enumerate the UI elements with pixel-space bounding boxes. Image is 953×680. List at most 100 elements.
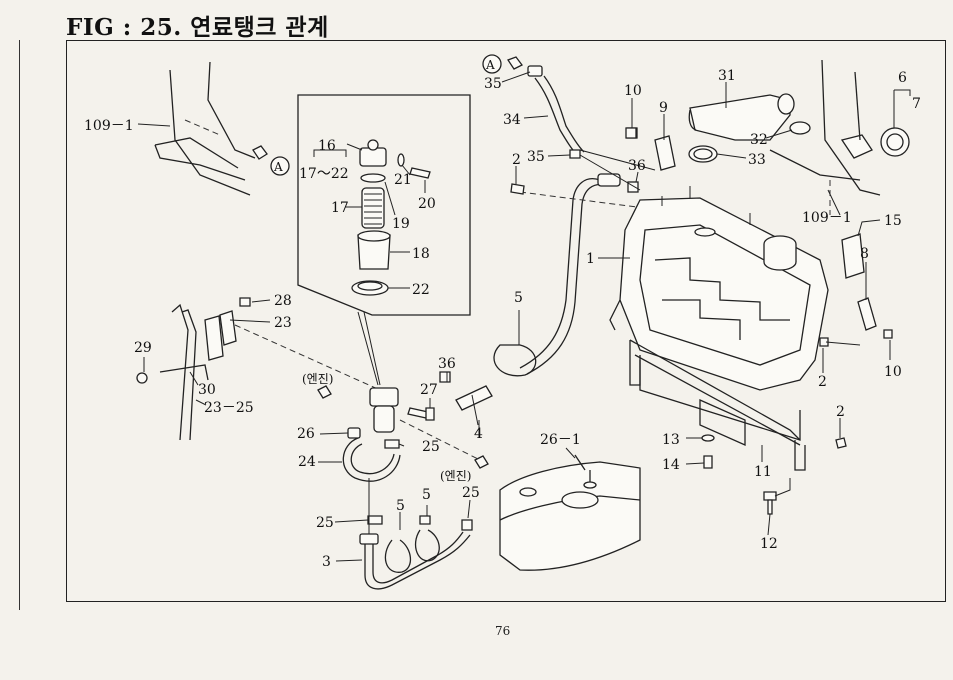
bracket-30	[159, 364, 209, 381]
callout-36-top: 36	[628, 158, 646, 174]
callout-26-1: 26－1	[540, 432, 581, 448]
diagram-frame	[66, 40, 946, 602]
callout-27: 27	[420, 382, 438, 398]
callout-3: 3	[322, 554, 331, 570]
callout-25-b: 25	[462, 485, 480, 501]
callout-17-22: 17～22	[299, 166, 349, 182]
callout-22: 22	[412, 282, 430, 298]
bolt-2-right	[835, 437, 847, 449]
callout-31: 31	[718, 68, 736, 84]
bolt-12	[763, 491, 777, 515]
frame-bracket-left	[154, 61, 256, 196]
tank-frame-11	[629, 339, 806, 471]
bolt-10-top	[625, 127, 637, 139]
bracket-8	[857, 297, 877, 331]
callout-8: 8	[860, 246, 869, 262]
fuel-hose-4	[455, 385, 493, 426]
engine-marker-lower	[474, 455, 489, 469]
callout-2-right1: 2	[818, 374, 827, 390]
callout-34: 34	[503, 112, 521, 128]
callout-30: 30	[198, 382, 216, 398]
fuel-pipe-3	[359, 478, 473, 590]
page-margin-rule	[5, 40, 20, 610]
leader-lines	[137, 71, 911, 562]
callout-21: 21	[394, 172, 412, 188]
hose-band-32	[789, 121, 811, 135]
callout-labels: 109－1 16 17～22 21 20 17 19 18 22 35 34 3…	[84, 68, 921, 570]
callout-5-b2: 5	[422, 487, 431, 503]
callout-28: 28	[274, 293, 292, 309]
fuel-cock-lower	[369, 387, 481, 461]
bolt-28	[239, 297, 251, 307]
callout-23: 23	[274, 315, 292, 331]
frame-bracket-right	[769, 59, 881, 215]
callout-23-25: 23－25	[204, 400, 254, 416]
bracket-23	[171, 303, 381, 441]
callout-19: 19	[392, 216, 410, 232]
fuel-hose-24	[342, 437, 401, 482]
sub-tank-26-1	[499, 454, 641, 571]
svg-text:A: A	[485, 58, 495, 72]
bolt-13	[701, 434, 715, 442]
filler-cap-6-7	[840, 127, 910, 159]
callout-12: 12	[760, 536, 778, 552]
svg-text:A: A	[273, 160, 283, 174]
callout-29: 29	[134, 340, 152, 356]
fuel-hose-34	[527, 65, 585, 157]
callout-14: 14	[662, 457, 680, 473]
callout-20: 20	[418, 196, 436, 212]
bolt-14	[703, 455, 713, 469]
callout-7: 7	[912, 96, 921, 112]
hose-clamp-5-mid	[493, 344, 537, 377]
fuel-pipe-long	[510, 173, 661, 375]
callout-35-mid: 35	[527, 149, 545, 165]
callout-6: 6	[898, 70, 907, 86]
engine-label-lower: (엔진)	[440, 469, 471, 483]
callout-5-b1: 5	[396, 498, 405, 514]
connector-a-right: A	[482, 54, 523, 74]
clip-36-mid	[439, 371, 451, 383]
callout-32: 32	[750, 132, 768, 148]
callout-25-c: 25	[316, 515, 334, 531]
callout-26: 26	[297, 426, 315, 442]
callout-18: 18	[412, 246, 430, 262]
bolt-10-right	[883, 329, 893, 339]
callout-4: 4	[474, 426, 483, 442]
hose-band-33	[688, 145, 718, 163]
callout-9: 9	[659, 100, 668, 116]
clamp-26	[347, 427, 361, 439]
callout-17: 17	[331, 200, 349, 216]
filler-hose-31	[688, 93, 795, 141]
callout-35-top: 35	[484, 76, 502, 92]
callout-15: 15	[884, 213, 902, 229]
bolt-27	[425, 407, 435, 421]
nut-29	[136, 372, 148, 384]
engine-marker-upper	[317, 385, 332, 399]
callout-1: 1	[586, 251, 595, 267]
callout-13: 13	[662, 432, 680, 448]
fuel-tank-main	[609, 186, 829, 441]
callout-10-top: 10	[624, 83, 642, 99]
callout-2-top: 2	[512, 152, 521, 168]
clamp-cluster-top	[569, 127, 676, 193]
clamp-25-a	[384, 439, 400, 449]
bolt-2-mid	[819, 337, 861, 347]
callout-36-mid: 36	[438, 356, 456, 372]
callout-25-a: 25	[422, 439, 440, 455]
callout-109-1-right: 109－1	[802, 210, 852, 226]
callout-2-right2: 2	[836, 404, 845, 420]
callout-24: 24	[298, 454, 316, 470]
callout-11: 11	[754, 464, 772, 480]
page-number: 76	[495, 624, 511, 638]
engine-label-upper: (엔진)	[302, 372, 333, 386]
filter-inset	[297, 94, 471, 386]
callout-10-right: 10	[884, 364, 902, 380]
callout-16: 16	[318, 138, 336, 154]
callout-109-1-left: 109－1	[84, 118, 134, 134]
callout-5-mid: 5	[514, 290, 523, 306]
connector-a-left: A	[252, 145, 290, 176]
callout-33: 33	[748, 152, 766, 168]
bracket-15	[841, 233, 865, 279]
figure-title: FIG : 25. 연료탱크 관계	[66, 14, 329, 41]
